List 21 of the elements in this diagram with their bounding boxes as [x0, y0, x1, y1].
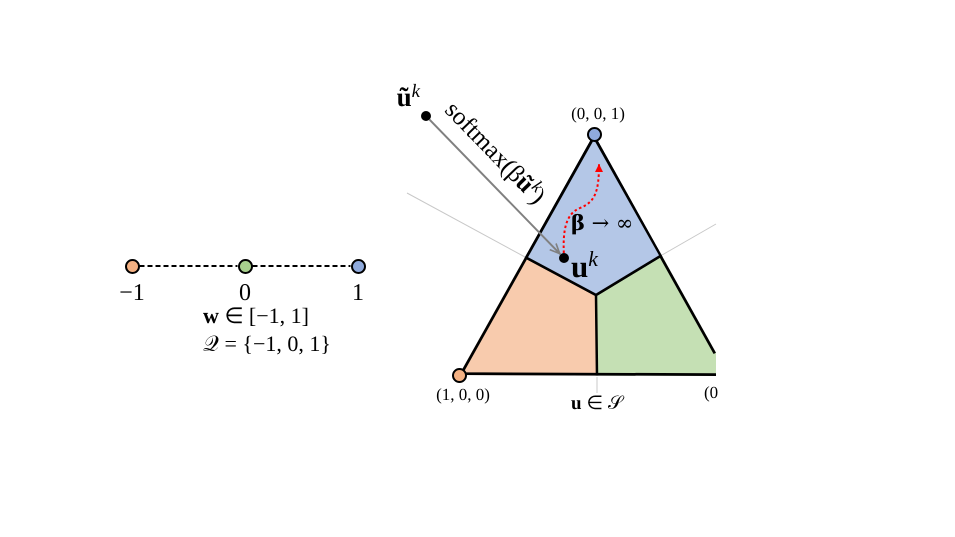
coordinate-label: (0: [704, 384, 718, 401]
arrow: [428, 118, 562, 256]
point-label: ũ$^{k}$: [396, 84, 420, 111]
formula: 𝒬 = {−1, 0, 1}: [203, 333, 331, 355]
tick-label: 1: [352, 280, 364, 304]
point-label: u$^{k}$: [571, 251, 598, 282]
dashed-line: [140, 265, 238, 267]
number-line-point: [124, 258, 140, 274]
number-line-point: [350, 258, 366, 274]
dashed-line: [252, 265, 350, 267]
vertex-point: [452, 368, 466, 382]
limit-label: β → ∞: [571, 212, 634, 234]
tick-label: 0: [239, 280, 251, 304]
vertex-point: [586, 126, 602, 142]
coordinate-label: (1, 0, 0): [436, 386, 490, 402]
dotted-arrow: [562, 164, 603, 254]
coordinate-label: (0, 0, 1): [571, 104, 625, 122]
tick-label: −1: [119, 280, 145, 304]
number-line-point: [238, 258, 252, 274]
set-label: u ∈ 𝒮: [570, 394, 624, 413]
formula: w ∈ [−1, 1]: [203, 305, 309, 327]
